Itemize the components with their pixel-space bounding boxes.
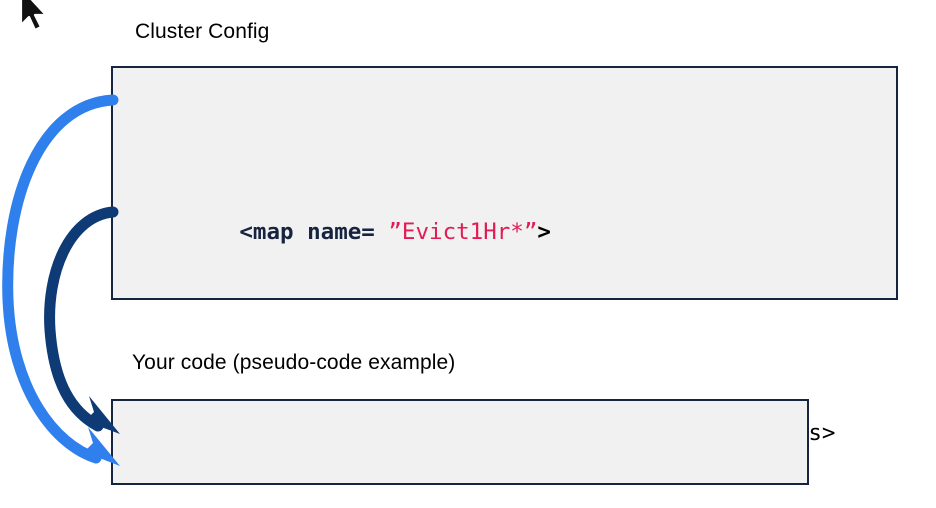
- config-line1-punct: >: [537, 219, 551, 245]
- your-code-line-1: map myMap1 = map.get(“myMap1”): [130, 476, 753, 508]
- mouse-pointer-cursor: [19, 0, 48, 32]
- config-code-line-1: <map name= ”Evict1Hr*”>: [131, 183, 835, 284]
- arrow-default-to-mymap1: [44, 206, 120, 434]
- config-line1-string: ”Evict1Hr*”: [388, 219, 538, 245]
- cluster-config-heading: Cluster Config: [135, 20, 270, 43]
- your-code-lines: map myMap1 = map.get(“myMap1”) map myMap…: [130, 410, 753, 508]
- config-line1-tag: <map name=: [239, 219, 389, 245]
- your-code-heading: Your code (pseudo-code example): [132, 351, 456, 374]
- cluster-config-code-box: <map name= ”Evict1Hr*”> <max-idle-second…: [111, 66, 898, 446]
- your-code-box: map myMap1 = map.get(“myMap1”) map myMap…: [111, 399, 809, 485]
- arrow-evict1hr-to-mymap2: [2, 94, 120, 466]
